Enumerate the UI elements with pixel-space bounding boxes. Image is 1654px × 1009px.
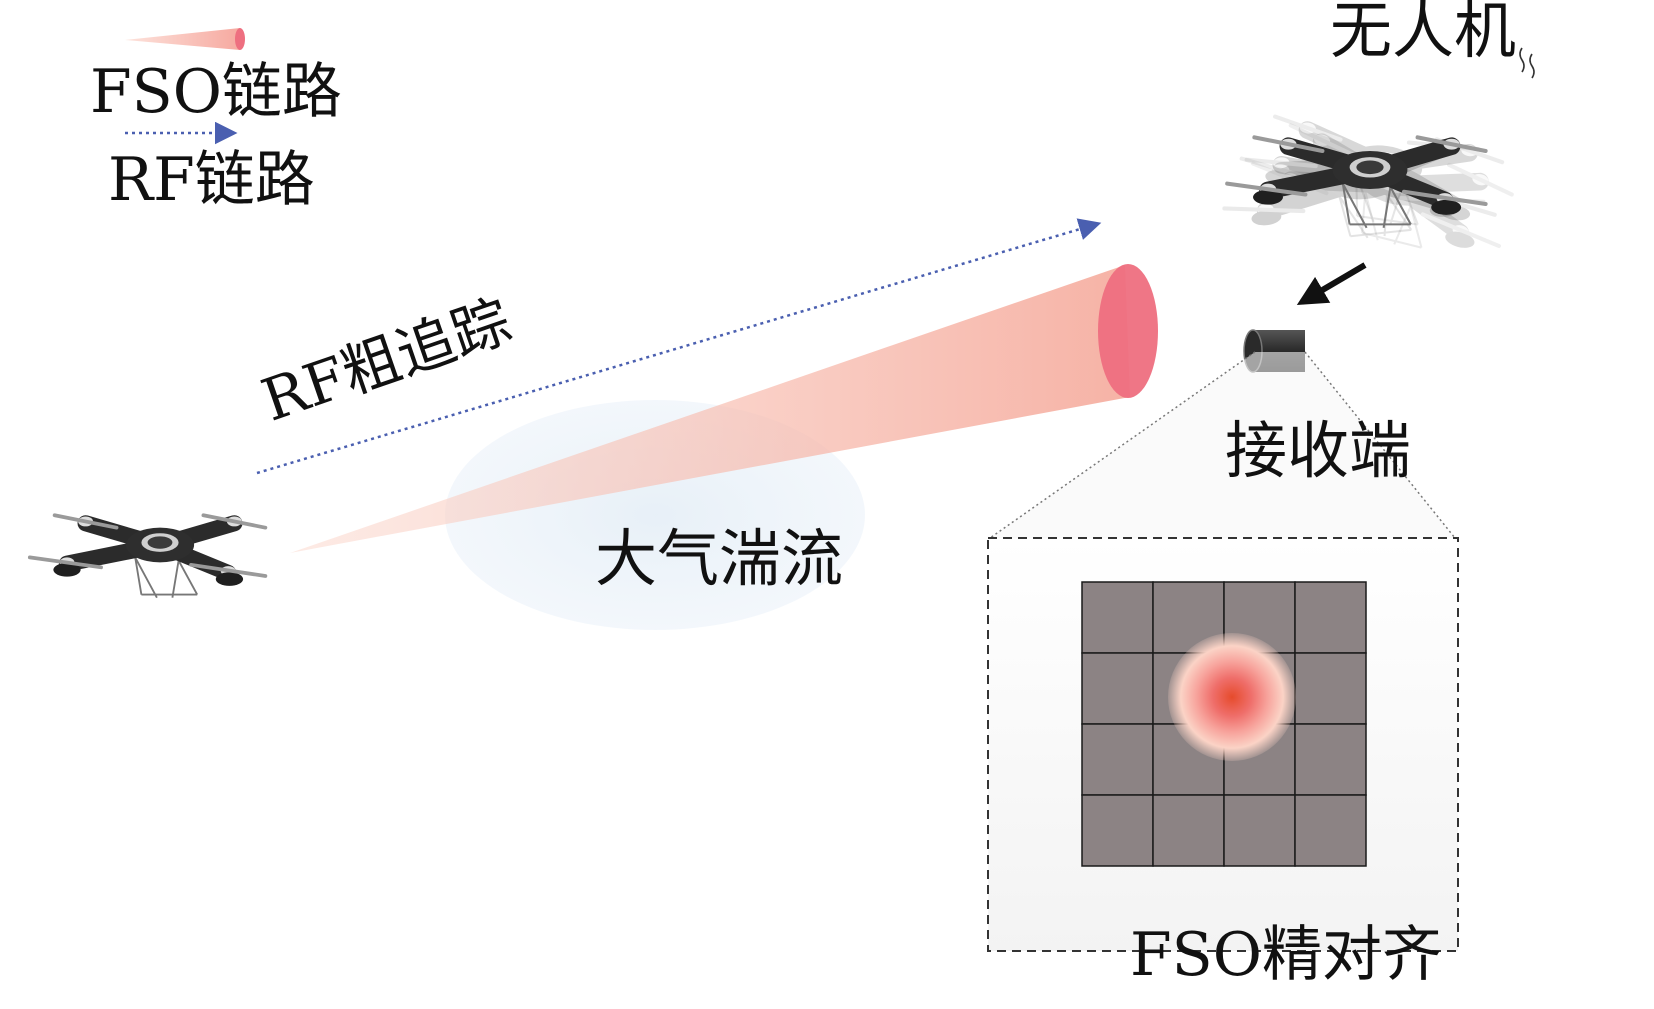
turbulence-label: 大气湍流: [595, 522, 844, 595]
receiver-drone-icon: [1220, 47, 1535, 269]
legend-fso-label: FSO链路: [90, 57, 342, 127]
detector-cell: [1081, 581, 1154, 654]
fso-fine-alignment-label: FSO精对齐: [1130, 920, 1442, 990]
detector-cell: [1152, 794, 1225, 867]
detector-cell: [1081, 652, 1154, 725]
detector-cell: [1081, 794, 1154, 867]
detector-cell: [1081, 723, 1154, 796]
detector-cell: [1294, 723, 1367, 796]
beam-spot: [1168, 633, 1296, 761]
transmitter-drone-icon: [30, 515, 266, 597]
legend-rf-label: RF链路: [108, 145, 315, 215]
detector-cell: [1294, 652, 1367, 725]
fso-beam: [290, 264, 1158, 553]
detector-cell: [1223, 794, 1296, 867]
zoom-projection: [989, 351, 1456, 539]
receiver-label: 接收端: [1225, 414, 1412, 487]
rf-link-arrow: [256, 218, 1102, 475]
motion-arrow-icon: [1296, 262, 1367, 306]
legend-fso-swatch: [125, 28, 245, 50]
detector-cell: [1294, 794, 1367, 867]
detector-cell: [1294, 581, 1367, 654]
uav-title: 无人机: [1330, 0, 1517, 67]
